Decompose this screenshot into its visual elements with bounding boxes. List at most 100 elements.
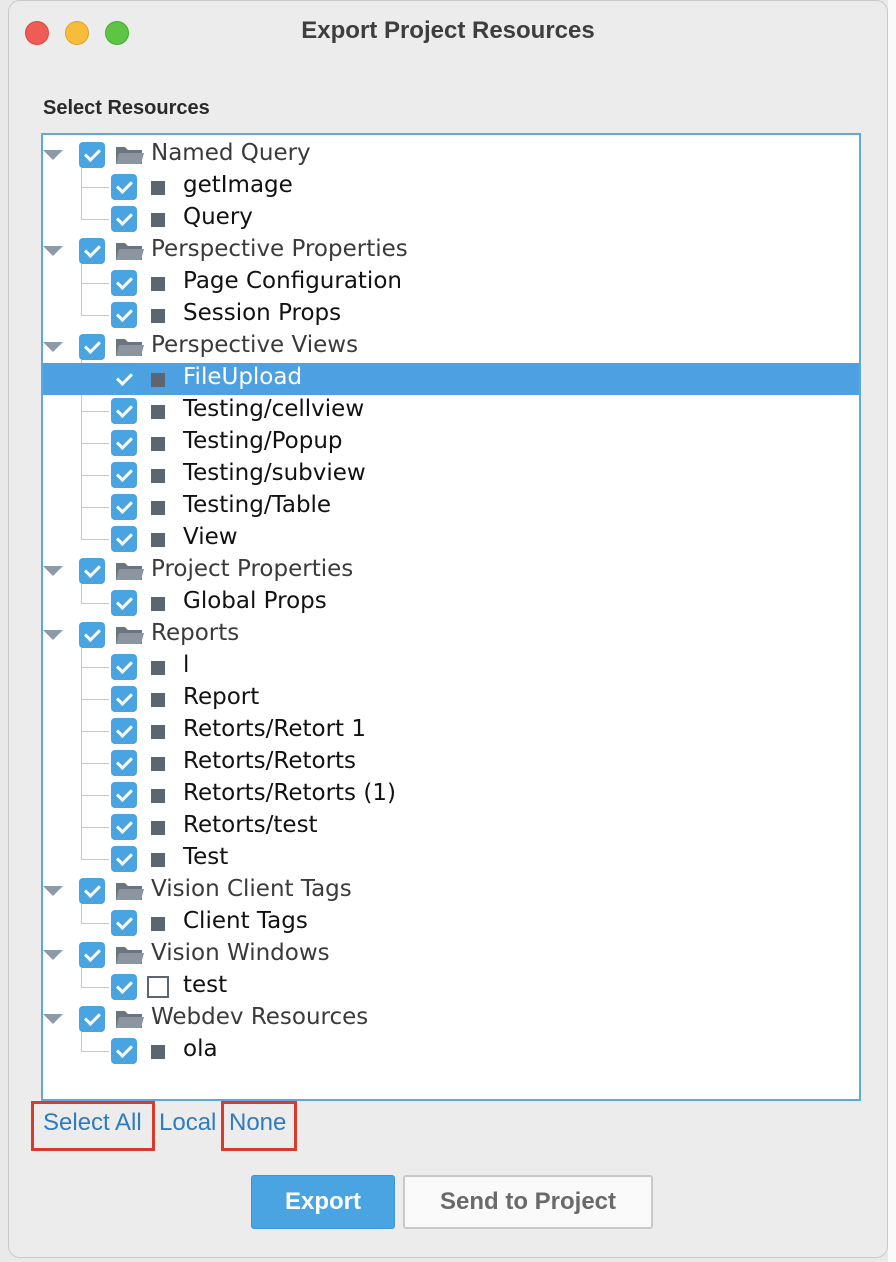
local-link[interactable]: Local <box>159 1109 217 1136</box>
resource-icon <box>151 405 165 419</box>
tree-connector <box>81 507 109 508</box>
tree-item-row[interactable]: FileUpload <box>43 363 859 395</box>
resource-icon <box>151 181 165 195</box>
item-checkbox[interactable] <box>111 398 137 424</box>
tree-item-row[interactable]: Testing/Popup <box>43 427 859 459</box>
folder-checkbox[interactable] <box>79 878 105 904</box>
item-label: Retorts/Retorts (1) <box>183 780 396 806</box>
tree-connector <box>81 1029 82 1051</box>
tree-item-row[interactable]: Page Configuration <box>43 267 859 299</box>
folder-checkbox[interactable] <box>79 142 105 168</box>
tree-connector <box>81 187 109 188</box>
tree-item-row[interactable]: getImage <box>43 171 859 203</box>
item-checkbox[interactable] <box>111 654 137 680</box>
tree-folder-row[interactable]: Webdev Resources <box>43 1003 859 1035</box>
folder-label: Perspective Properties <box>151 236 408 262</box>
tree-connector <box>81 859 109 860</box>
title-bar: Export Project Resources <box>9 1 887 63</box>
folder-icon <box>115 881 145 901</box>
item-label: test <box>183 972 228 998</box>
item-checkbox[interactable] <box>111 206 137 232</box>
folder-checkbox[interactable] <box>79 1006 105 1032</box>
tree-item-row[interactable]: Retorts/Retorts (1) <box>43 779 859 811</box>
item-checkbox[interactable] <box>111 526 137 552</box>
item-label: FileUpload <box>183 364 303 390</box>
tree-item-row[interactable]: Testing/subview <box>43 459 859 491</box>
tree-folder-row[interactable]: Project Properties <box>43 555 859 587</box>
tree-connector <box>81 357 82 539</box>
folder-checkbox[interactable] <box>79 334 105 360</box>
item-checkbox[interactable] <box>111 270 137 296</box>
item-checkbox[interactable] <box>111 910 137 936</box>
folder-icon <box>115 145 145 165</box>
tree-item-row[interactable]: Retorts/test <box>43 811 859 843</box>
item-checkbox[interactable] <box>111 1038 137 1064</box>
tree-item-row[interactable]: test <box>43 971 859 1003</box>
tree-connector <box>81 219 109 220</box>
item-checkbox[interactable] <box>111 974 137 1000</box>
item-checkbox[interactable] <box>111 366 137 392</box>
export-button[interactable]: Export <box>251 1175 395 1229</box>
tree-item-row[interactable]: Retorts/Retort 1 <box>43 715 859 747</box>
folder-icon <box>115 625 145 645</box>
send-to-project-button[interactable]: Send to Project <box>403 1175 653 1229</box>
item-checkbox[interactable] <box>111 846 137 872</box>
tree-connector <box>81 603 109 604</box>
tree-item-row[interactable]: Client Tags <box>43 907 859 939</box>
item-checkbox[interactable] <box>111 174 137 200</box>
resource-icon <box>151 533 165 547</box>
item-checkbox[interactable] <box>111 590 137 616</box>
expand-arrow-icon[interactable] <box>43 566 63 576</box>
tree-folder-row[interactable]: Named Query <box>43 139 859 171</box>
expand-arrow-icon[interactable] <box>43 950 63 960</box>
item-label: Client Tags <box>183 908 308 934</box>
minimize-window-button[interactable] <box>65 21 89 45</box>
item-checkbox[interactable] <box>111 718 137 744</box>
item-checkbox[interactable] <box>111 494 137 520</box>
expand-arrow-icon[interactable] <box>43 886 63 896</box>
maximize-window-button[interactable] <box>105 21 129 45</box>
item-checkbox[interactable] <box>111 430 137 456</box>
tree-connector <box>81 763 109 764</box>
expand-arrow-icon[interactable] <box>43 150 63 160</box>
tree-item-row[interactable]: Testing/Table <box>43 491 859 523</box>
tree-item-row[interactable]: Session Props <box>43 299 859 331</box>
tree-folder-row[interactable]: Perspective Properties <box>43 235 859 267</box>
tree-folder-row[interactable]: Reports <box>43 619 859 651</box>
folder-checkbox[interactable] <box>79 558 105 584</box>
expand-arrow-icon[interactable] <box>43 1014 63 1024</box>
item-label: Test <box>183 844 229 870</box>
tree-item-row[interactable]: l <box>43 651 859 683</box>
item-checkbox[interactable] <box>111 750 137 776</box>
item-label: Retorts/test <box>183 812 318 838</box>
folder-checkbox[interactable] <box>79 622 105 648</box>
item-checkbox[interactable] <box>111 686 137 712</box>
item-label: Session Props <box>183 300 342 326</box>
item-checkbox[interactable] <box>111 302 137 328</box>
folder-checkbox[interactable] <box>79 942 105 968</box>
tree-item-row[interactable]: Query <box>43 203 859 235</box>
item-checkbox[interactable] <box>111 462 137 488</box>
tree-item-row[interactable]: Report <box>43 683 859 715</box>
expand-arrow-icon[interactable] <box>43 342 63 352</box>
tree-folder-row[interactable]: Vision Windows <box>43 939 859 971</box>
tree-folder-row[interactable]: Perspective Views <box>43 331 859 363</box>
tree-item-row[interactable]: Testing/cellview <box>43 395 859 427</box>
tree-folder-row[interactable]: Vision Client Tags <box>43 875 859 907</box>
tree-item-row[interactable]: ola <box>43 1035 859 1067</box>
tree-item-row[interactable]: Test <box>43 843 859 875</box>
tree-item-row[interactable]: Global Props <box>43 587 859 619</box>
close-window-button[interactable] <box>25 21 49 45</box>
item-checkbox[interactable] <box>111 782 137 808</box>
resource-icon <box>151 853 165 867</box>
tree-connector <box>81 667 109 668</box>
expand-arrow-icon[interactable] <box>43 630 63 640</box>
tree-item-row[interactable]: View <box>43 523 859 555</box>
none-link[interactable]: None <box>229 1109 287 1136</box>
item-checkbox[interactable] <box>111 814 137 840</box>
tree-item-row[interactable]: Retorts/Retorts <box>43 747 859 779</box>
select-all-link[interactable]: Select All <box>43 1109 142 1136</box>
expand-arrow-icon[interactable] <box>43 246 63 256</box>
folder-checkbox[interactable] <box>79 238 105 264</box>
